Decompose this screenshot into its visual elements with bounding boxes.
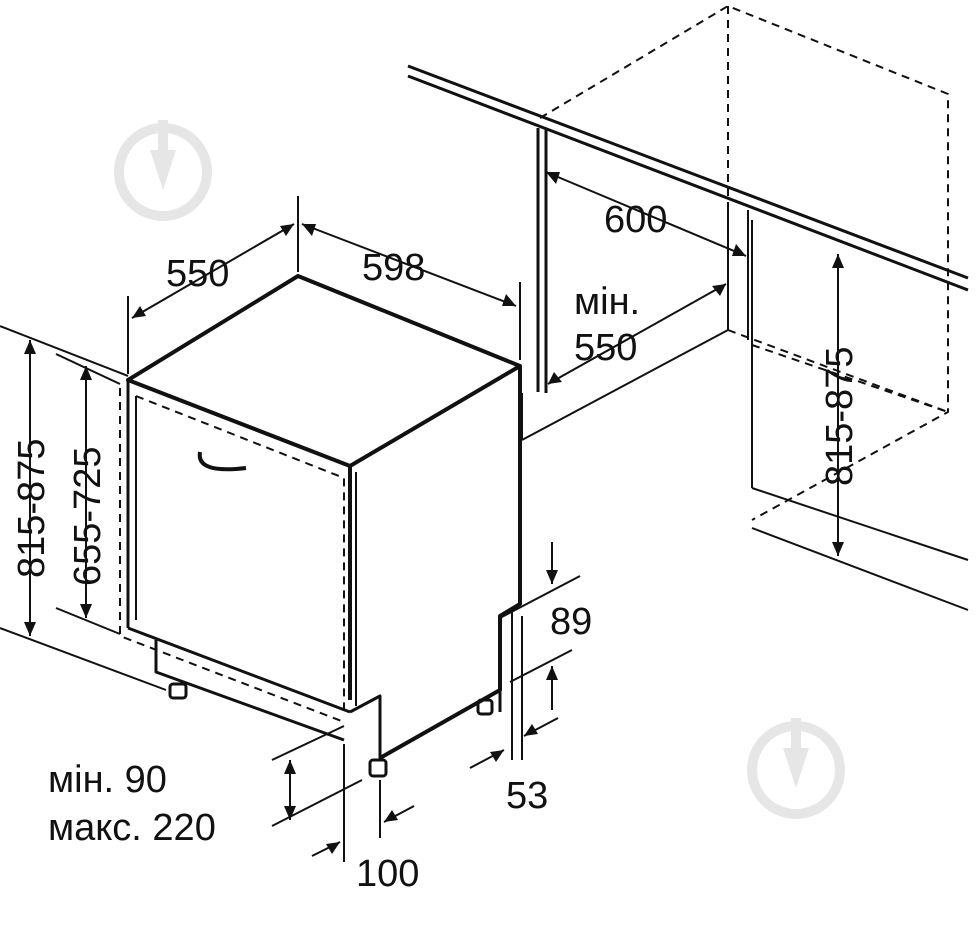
arrowheads <box>24 172 844 854</box>
door-height-label: 655-725 <box>67 447 109 586</box>
plinth-bottom-label: 53 <box>506 775 548 817</box>
depth-label: 550 <box>166 253 229 295</box>
niche-height-label: 815-875 <box>819 347 861 486</box>
watermark-logo-icon <box>747 718 845 819</box>
door-foot-depth-label: 100 <box>356 853 419 895</box>
plinth-height-label-line2: макс. 220 <box>48 807 216 849</box>
niche-depth-label-line1: мін. <box>574 281 640 323</box>
plinth-offset-label: 89 <box>550 601 592 643</box>
watermark-logo-icon <box>114 120 212 221</box>
dimension-lines <box>0 171 839 862</box>
total-height-label: 815-875 <box>11 439 53 578</box>
cabinet-niche <box>407 5 969 611</box>
dishwasher-body <box>119 274 522 778</box>
niche-width-label: 600 <box>604 199 667 241</box>
plinth-height-label-line1: мін. 90 <box>48 759 167 801</box>
width-label: 598 <box>362 247 425 289</box>
niche-depth-label-line2: 550 <box>574 327 637 369</box>
